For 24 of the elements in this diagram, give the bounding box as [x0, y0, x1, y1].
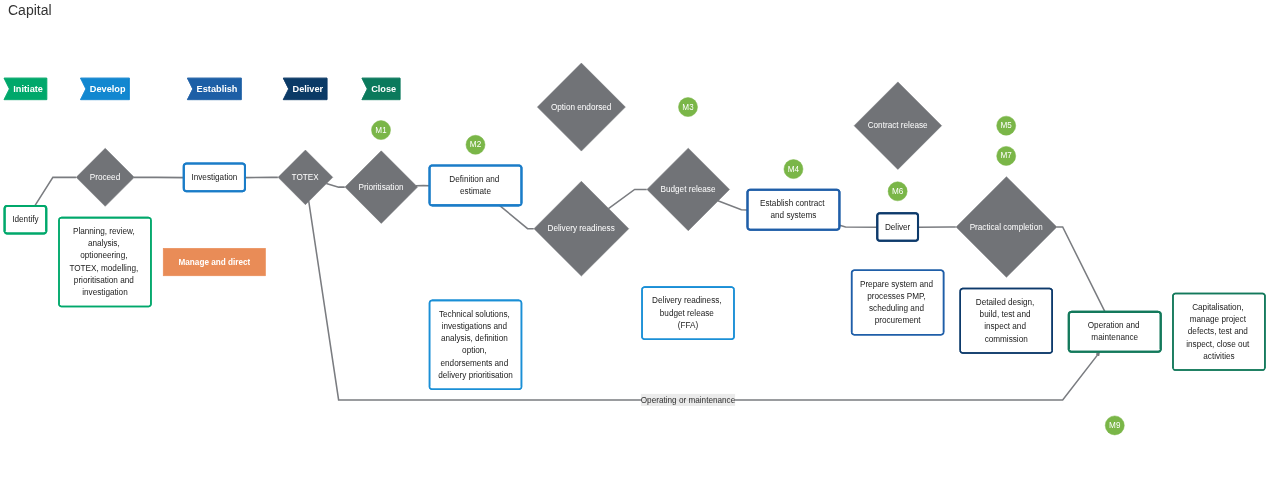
node-diamond: Option endorsed: [537, 62, 626, 151]
node-diamond: Proceed: [75, 147, 135, 207]
node-diamond: Practical completion: [955, 175, 1058, 278]
node-circle: M6: [887, 181, 908, 201]
node-circle: M9: [1105, 415, 1125, 435]
node-box: Manage and direct: [162, 247, 266, 276]
node-circle: M7: [996, 145, 1016, 166]
connector: [244, 176, 279, 178]
node-diamond: Budget release: [646, 147, 730, 231]
node-circle: M2: [465, 134, 486, 155]
connector: [499, 204, 535, 229]
connector: [325, 182, 346, 188]
connector: [607, 188, 648, 209]
node-diamond: TOTEX: [277, 149, 333, 205]
node-circle: M1: [371, 119, 391, 140]
node-circle: M4: [783, 158, 804, 179]
node-diamond: Contract release: [853, 81, 942, 170]
node-circle: M5: [996, 115, 1016, 135]
node-diamond: Prioritisation: [344, 150, 418, 224]
arrow: [307, 199, 1100, 401]
path-label: Capital: [8, 2, 52, 18]
node-diamond: Delivery readiness: [533, 180, 629, 276]
edge-label: Operating or maintenance: [640, 394, 736, 404]
node-circle: M3: [678, 96, 698, 117]
